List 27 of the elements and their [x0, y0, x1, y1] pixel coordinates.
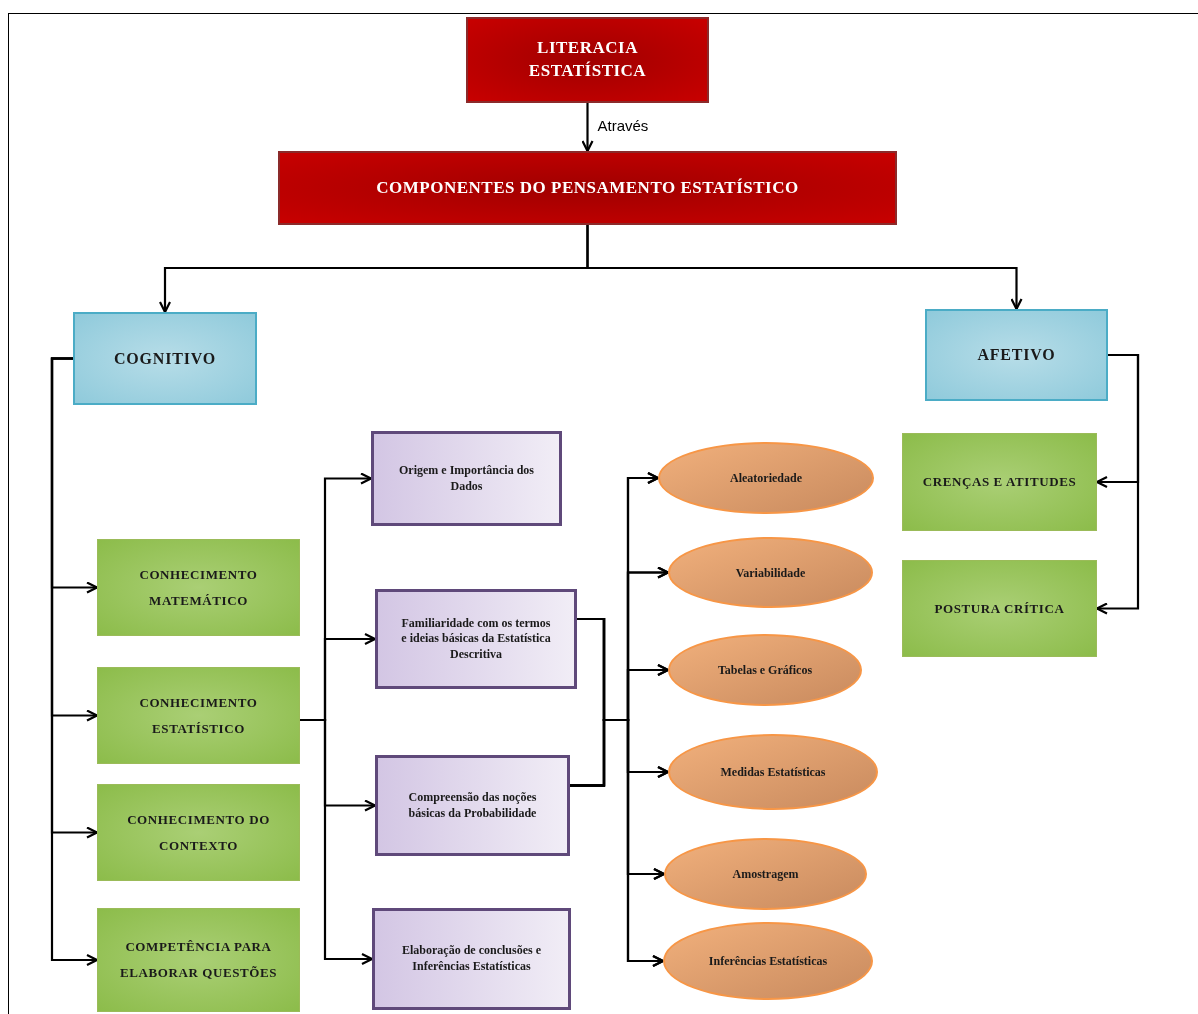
component-box: CRENÇAS E ATITUDES	[902, 433, 1097, 531]
component-box: CONHECIMENTO ESTATÍSTICO	[97, 667, 300, 764]
arrow	[586, 225, 1023, 311]
component-box: CONHECIMENTO MATEMÁTICO	[97, 539, 300, 636]
concept-ellipse: Tabelas e Gráficos	[668, 634, 862, 706]
topic-box: Origem e Importância dos Dados	[371, 431, 562, 526]
edge-label: Através	[595, 117, 651, 134]
category-box: COGNITIVO	[73, 312, 257, 405]
topic-box: Familiaridade com os termos e ideias básicas da Estatística Descritiva	[375, 589, 577, 689]
concept-ellipse: Inferências Estatísticas	[663, 922, 873, 1000]
arrow	[300, 718, 374, 966]
arrow	[581, 103, 594, 153]
title-box: LITERACIA ESTATÍSTICA	[466, 17, 709, 103]
component-box: CONHECIMENTO DO CONTEXTO	[97, 784, 300, 881]
topic-box: Compreensão das noções básicas da Probabilidade	[375, 755, 570, 856]
topic-box: Elaboração de conclusões e Inferências Estatísticas	[372, 908, 571, 1010]
category-box: AFETIVO	[925, 309, 1108, 401]
arrow	[50, 357, 99, 967]
component-box: POSTURA CRÍTICA	[902, 560, 1097, 657]
arrow	[570, 718, 665, 968]
concept-ellipse: Medidas Estatísticas	[668, 734, 878, 810]
concept-ellipse: Aleatoriedade	[658, 442, 874, 514]
concept-ellipse: Variabilidade	[668, 537, 873, 608]
arrow	[1095, 353, 1140, 615]
concept-ellipse: Amostragem	[664, 838, 867, 910]
component-box: COMPETÊNCIA PARA ELABORAR QUESTÕES	[97, 908, 300, 1012]
title-box: COMPONENTES DO PENSAMENTO ESTATÍSTICO	[278, 151, 897, 225]
